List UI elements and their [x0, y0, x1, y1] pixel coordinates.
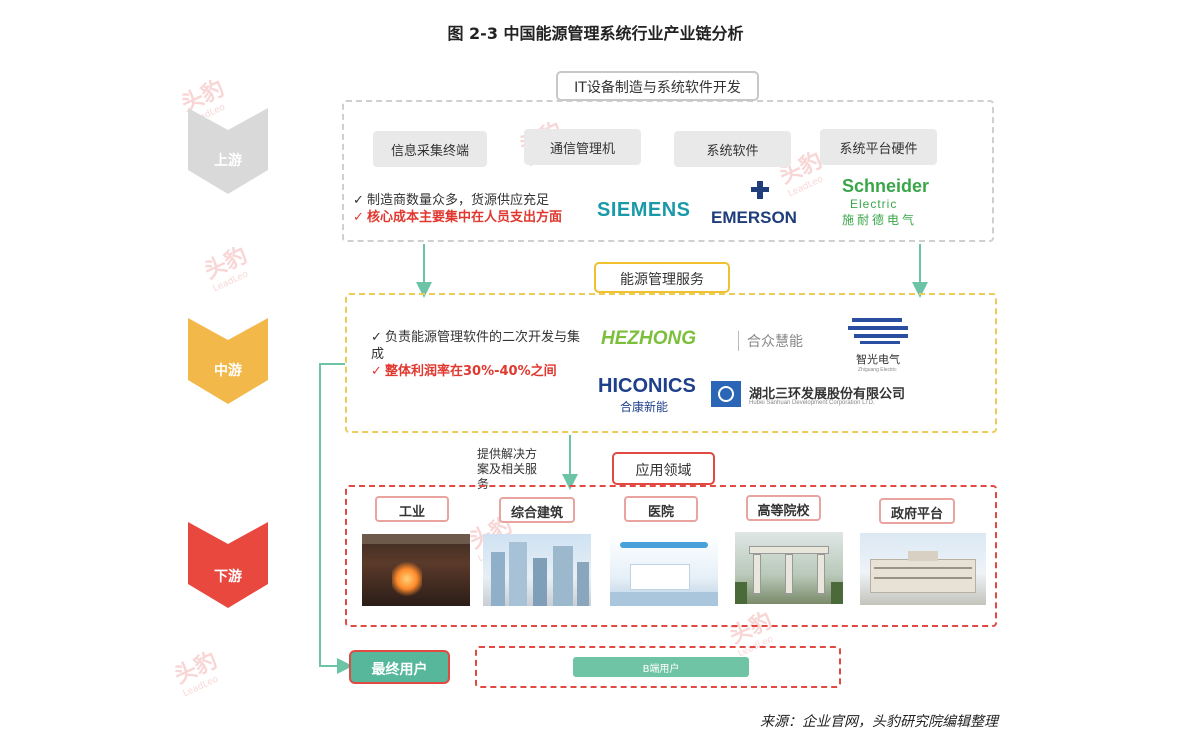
zhiguang-logo: 智光电气 Zhiguang Electric	[846, 316, 926, 373]
hiconics-logo: HICONICS 合康新能	[598, 375, 696, 414]
upstream-chip: 信息采集终端	[373, 131, 487, 167]
hezhong-logo: HEZHONG	[601, 328, 696, 349]
midstream-bullet: ✓负责能源管理软件的二次开发与集成	[371, 330, 581, 362]
emerson-mark-icon	[751, 181, 769, 199]
solution-note: 提供解决方案及相关服务	[477, 447, 538, 491]
university-photo	[735, 532, 843, 604]
upstream-chip: 系统软件	[674, 131, 791, 167]
midstream-header: 能源管理服务	[594, 262, 730, 293]
sanhuan-mark-icon	[711, 381, 741, 407]
stage-label: 中游	[214, 363, 242, 379]
domain-label: 高等院校	[746, 495, 821, 521]
check-icon: ✓	[371, 330, 382, 345]
schneider-logo: Schneider Electric 施耐德电气	[842, 176, 930, 227]
hezhong-cn-logo: 合众慧能	[738, 331, 803, 351]
check-icon: ✓	[353, 210, 364, 225]
upstream-chip: 系统平台硬件	[820, 129, 937, 165]
chevron-down-icon	[188, 108, 268, 194]
b-user-bar: B端用户	[573, 657, 749, 677]
domain-label: 政府平台	[879, 498, 955, 524]
zhiguang-mark-icon	[848, 318, 908, 344]
domain-label: 医院	[624, 496, 698, 522]
final-users-button: 最终用户	[349, 650, 450, 684]
upstream-box	[342, 100, 994, 242]
chevron-down-icon	[188, 318, 268, 404]
source-note: 来源：企业官网，头豹研究院编辑整理	[760, 714, 998, 730]
figure-title: 图 2-3 中国能源管理系统行业产业链分析	[447, 24, 744, 43]
building-photo	[483, 534, 591, 606]
stage-midstream: 中游	[188, 318, 268, 404]
downstream-box	[345, 485, 997, 627]
upstream-bullet-highlight: ✓核心成本主要集中在人员支出方面	[353, 210, 563, 225]
industry-photo	[362, 534, 470, 606]
check-icon: ✓	[353, 193, 364, 208]
stage-upstream: 上游	[188, 108, 268, 194]
check-icon: ✓	[371, 364, 382, 379]
stage-label: 下游	[214, 569, 242, 585]
upstream-chip: 通信管理机	[524, 129, 641, 165]
domain-label: 综合建筑	[499, 497, 575, 523]
stage-downstream: 下游	[188, 522, 268, 608]
government-photo	[860, 533, 986, 605]
chevron-down-icon	[188, 522, 268, 608]
domain-label: 工业	[375, 496, 449, 522]
hospital-photo	[610, 534, 718, 606]
midstream-bullet-highlight: ✓整体利润率在30%-40%之间	[371, 364, 557, 379]
downstream-header: 应用领域	[612, 452, 715, 485]
upstream-bullet: ✓制造商数量众多，货源供应充足	[353, 193, 550, 208]
stage-label: 上游	[214, 153, 242, 169]
emerson-logo: EMERSON	[711, 179, 811, 228]
midstream-box	[345, 293, 997, 433]
upstream-header: IT设备制造与系统软件开发	[556, 71, 759, 101]
b-user-box	[475, 646, 841, 688]
siemens-logo: SIEMENS	[597, 199, 691, 221]
